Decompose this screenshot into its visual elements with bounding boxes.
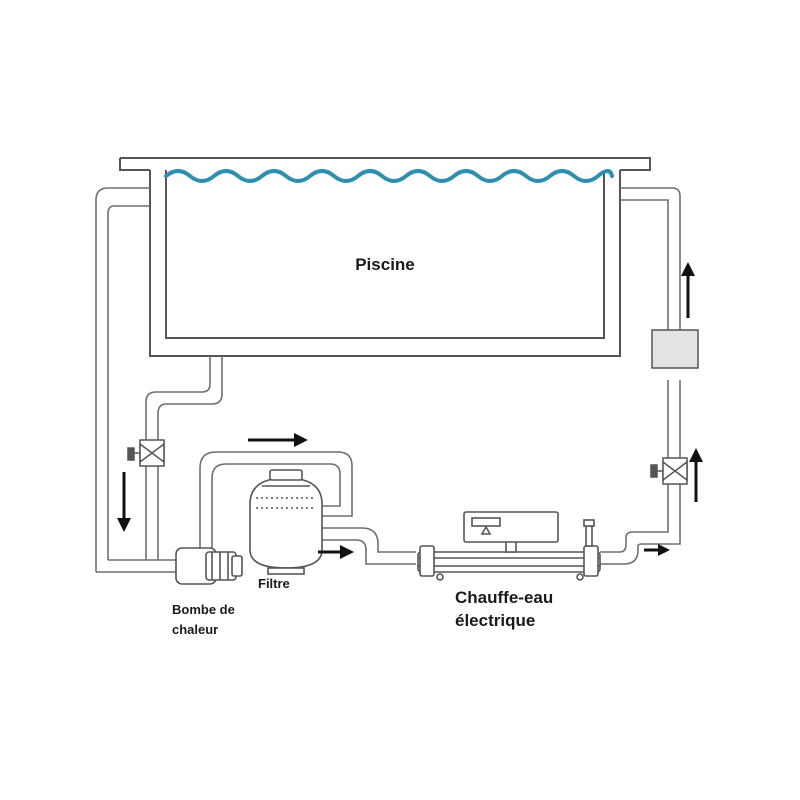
pool-basin <box>119 157 651 357</box>
electric-heater <box>417 511 601 581</box>
pump-label-line2: chaleur <box>172 622 219 637</box>
water-surface <box>164 169 614 183</box>
arrow-right-heater-out <box>644 544 670 556</box>
pool-label: Piscine <box>355 255 415 274</box>
pump <box>175 547 243 585</box>
arrow-up-upper-right <box>681 262 695 318</box>
pump-label-line1: Bombe de <box>172 602 235 617</box>
heater-label-line1: Chauffe-eau <box>455 588 554 607</box>
arrow-right-filter-out <box>318 545 354 559</box>
arrow-up-lower-right <box>689 448 703 502</box>
arrow-down-left <box>117 472 131 532</box>
right-valve <box>650 457 688 485</box>
arrow-right-top <box>248 433 308 447</box>
heater-label-line2: électrique <box>455 611 536 630</box>
heater-label: Chauffe-eau électrique <box>455 586 553 632</box>
filter-label: Filtre <box>258 576 290 591</box>
flow-arrows <box>117 262 703 559</box>
pipes <box>95 187 681 573</box>
sand-filter <box>249 469 323 575</box>
left-valve <box>127 439 165 467</box>
pump-label: Bombe de chaleur <box>172 600 235 640</box>
controller-box <box>651 329 699 369</box>
